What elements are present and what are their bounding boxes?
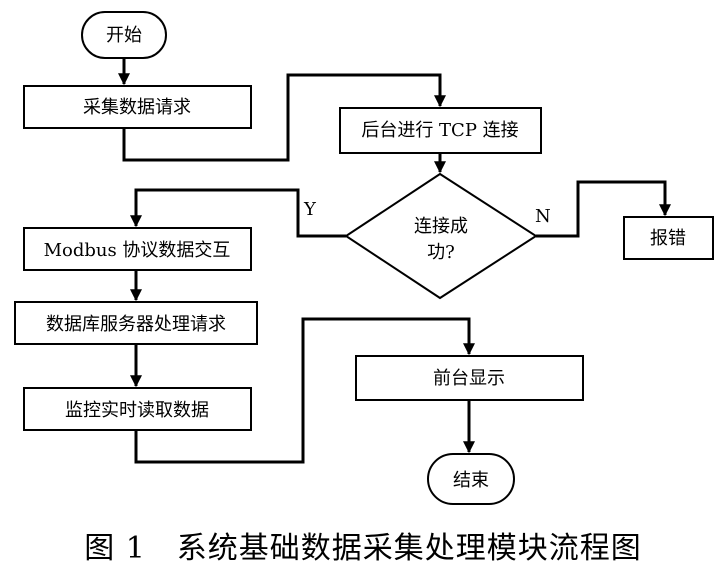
- start-node: 开始: [81, 11, 167, 59]
- end-node: 结束: [427, 453, 515, 505]
- edge-decision-yes-to-modbus: [130, 188, 346, 238]
- request-node: 采集数据请求: [23, 85, 252, 129]
- error-label: 报错: [650, 228, 686, 249]
- tcp-label: 后台进行 TCP 连接: [361, 120, 518, 141]
- figure-caption: 图 1 系统基础数据采集处理模块流程图: [84, 531, 642, 566]
- yes-label: Y: [303, 199, 317, 220]
- tcp-node: 后台进行 TCP 连接: [339, 107, 542, 154]
- no-label: N: [535, 206, 551, 227]
- display-label: 前台显示: [433, 368, 505, 389]
- error-node: 报错: [623, 216, 714, 260]
- edge-request-to-tcp: [122, 73, 446, 162]
- monitor-label: 监控实时读取数据: [65, 400, 209, 421]
- end-label: 结束: [453, 470, 489, 491]
- request-label: 采集数据请求: [83, 97, 191, 118]
- modbus-node: Modbus 协议数据交互: [23, 227, 252, 271]
- decision-label-line2: 功?: [427, 242, 455, 263]
- decision-label-line1: 连接成: [414, 216, 468, 237]
- db-label: 数据库服务器处理请求: [46, 314, 226, 335]
- modbus-label: Modbus 协议数据交互: [44, 240, 231, 261]
- decision-node: 连接成 功?: [344, 172, 538, 300]
- display-node: 前台显示: [355, 355, 584, 401]
- monitor-node: 监控实时读取数据: [23, 387, 252, 431]
- start-label: 开始: [106, 25, 142, 46]
- edge-decision-no-to-error: [536, 180, 671, 238]
- edge-monitor-to-display: [134, 317, 475, 464]
- db-node: 数据库服务器处理请求: [14, 301, 258, 345]
